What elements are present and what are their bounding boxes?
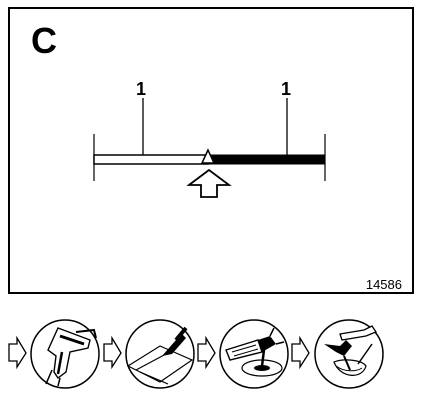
procedure-strip	[8, 319, 384, 389]
strip-diagram	[93, 98, 326, 198]
black-strip-section	[207, 154, 326, 165]
callout-right-label: 1	[281, 79, 292, 99]
joint-triangle-marker	[200, 148, 216, 164]
step-arrow-icon	[197, 335, 216, 370]
scraper-knife-icon	[125, 319, 195, 389]
callout-left-label: 1	[136, 79, 147, 99]
figure-panel: C 14586	[8, 7, 414, 294]
panel-letter: C	[31, 20, 57, 61]
upward-arrow-icon	[186, 168, 232, 198]
reference-number: 14586	[365, 277, 402, 292]
step-arrow-icon	[8, 335, 27, 370]
step-arrow-icon	[291, 335, 310, 370]
caulking-gun-icon	[30, 319, 100, 389]
hammer-drill-icon	[219, 319, 289, 389]
spray-gun-icon	[314, 319, 384, 389]
white-strip-section	[93, 154, 209, 165]
step-arrow-icon	[103, 335, 122, 370]
